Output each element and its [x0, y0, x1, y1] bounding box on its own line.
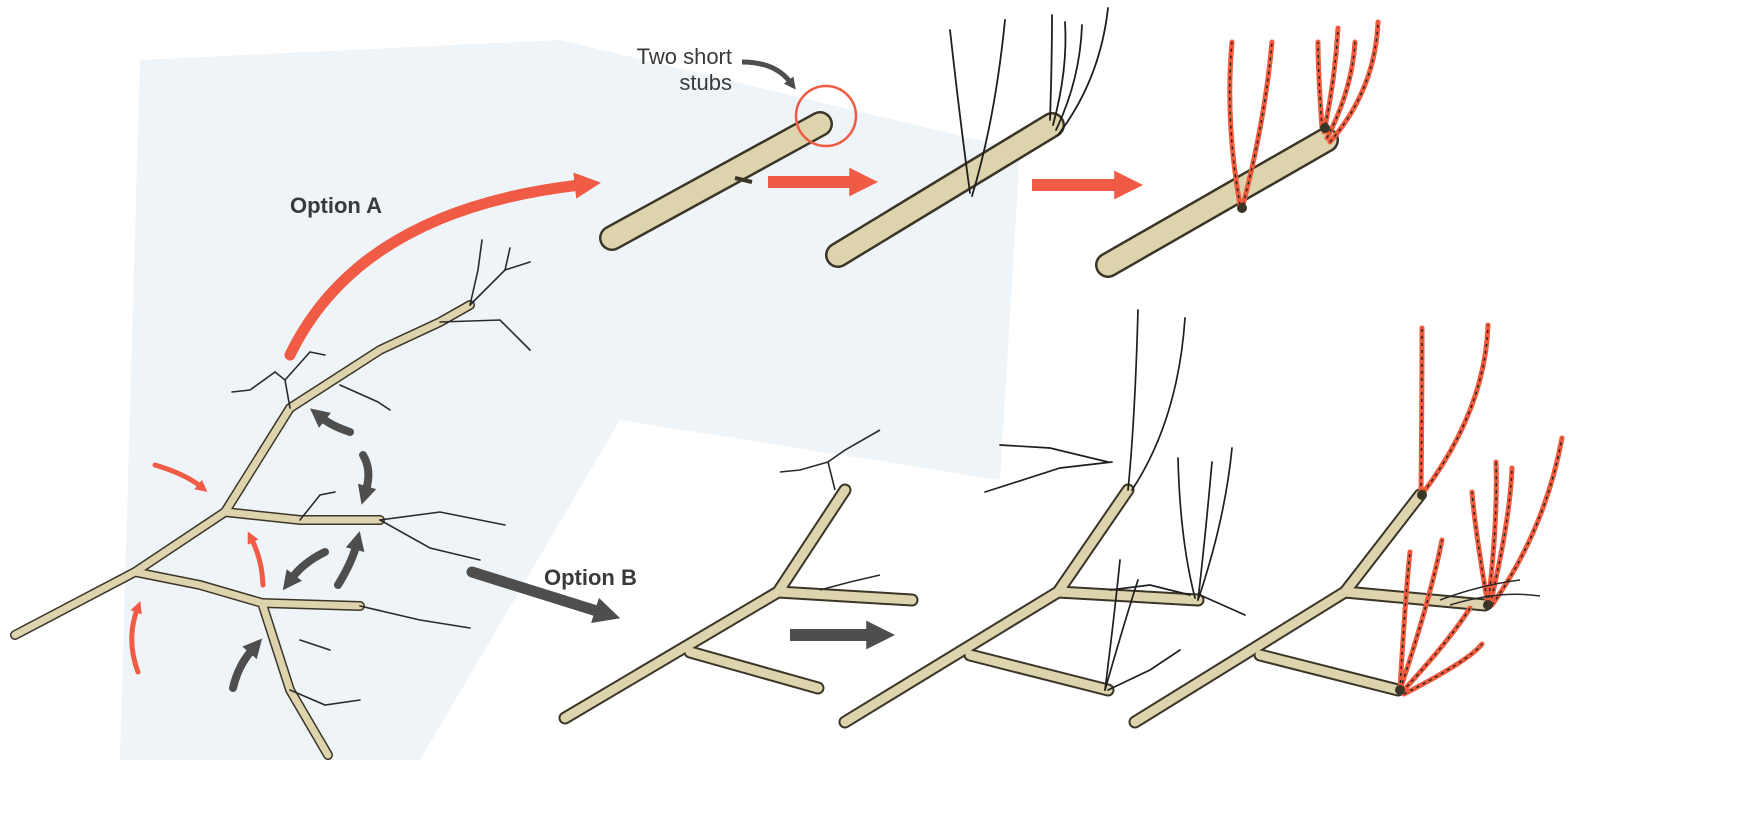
- callout-label: Two short stubs: [590, 44, 732, 96]
- callout-arrow: [742, 62, 790, 82]
- option-b-label: Option B: [544, 565, 637, 591]
- option-a-stage-3: [1108, 22, 1378, 265]
- option-a-label: Option A: [290, 193, 382, 219]
- option-b-stage-3: [1135, 325, 1562, 722]
